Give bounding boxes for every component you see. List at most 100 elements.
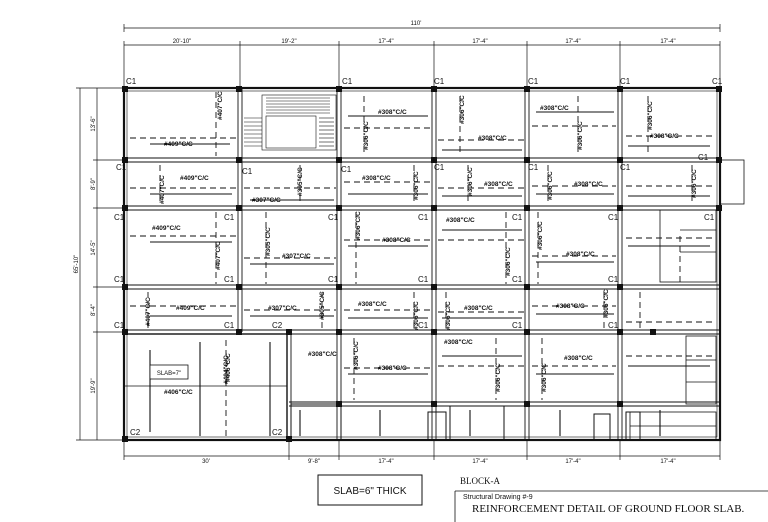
bar-label: #306"C/C	[537, 221, 544, 250]
column-label: C1	[342, 77, 353, 86]
bar-label: #308"C/C	[540, 105, 569, 112]
bar-label: #308"C/C	[308, 351, 337, 358]
column-label: C1	[114, 275, 125, 284]
bar-label: #308"C/C	[478, 135, 507, 142]
column-label: C1	[418, 275, 429, 284]
left-total-dim: 65'-10"	[74, 255, 80, 274]
bar-label: #308"C/C	[556, 303, 585, 310]
block-label: BLOCK-A	[460, 476, 500, 486]
bar-label: #306"C/C	[691, 169, 698, 198]
bar-label: #308"C/C	[564, 355, 593, 362]
column-label: C1	[224, 275, 235, 284]
column-label: C1	[114, 213, 125, 222]
bottom-dimension-chain	[123, 440, 721, 460]
column-label: C1	[418, 321, 429, 330]
left-dim-5: 19'-9"	[91, 378, 97, 393]
bottom-notches	[290, 403, 641, 440]
column-label: C1	[528, 77, 539, 86]
bottom-dim-4: 17'-4"	[472, 459, 487, 465]
bar-label: #306"C/C	[355, 211, 362, 240]
bar-label: #306"C/C	[541, 363, 548, 392]
bar-label: #308"C/C	[484, 181, 513, 188]
top-dim-6: 17'-4"	[660, 39, 675, 45]
bar-label: #307"C/C	[282, 253, 311, 260]
bar-label: #305"C/C	[319, 291, 326, 320]
column-label: C1	[434, 163, 445, 172]
reinforcement-bars	[130, 92, 714, 436]
bar-label: #305"C/C	[265, 227, 272, 256]
bottom-dim-3: 17'-4"	[378, 459, 393, 465]
beam-grid	[124, 88, 720, 440]
column-label: C1	[620, 77, 631, 86]
column-label: C1	[512, 213, 523, 222]
top-dimension-chain	[123, 41, 721, 90]
bottom-dim-5: 17'-4"	[565, 459, 580, 465]
slab-note: SLAB=7"	[157, 371, 181, 377]
left-dimension-chain	[76, 87, 124, 441]
top-dim-4: 17'-4"	[472, 39, 487, 45]
bar-label: #306"C/C	[459, 95, 466, 124]
bar-label: #308"C/C	[362, 175, 391, 182]
column-label: C1	[608, 213, 619, 222]
column-label: C1	[608, 321, 619, 330]
overall-dimension	[123, 24, 721, 32]
bar-label: #308"C/C	[382, 237, 411, 244]
bar-label: #308"C/C	[378, 109, 407, 116]
bar-label: #409"C/C	[180, 175, 209, 182]
slab-note-box	[149, 364, 189, 380]
top-dim-2: 19'-2"	[281, 39, 296, 45]
bar-label: #306"C/C	[547, 171, 554, 200]
column-label: C1	[434, 77, 445, 86]
bar-label: #409"C/C	[152, 225, 181, 232]
bar-label: #406"C/C	[164, 389, 193, 396]
column-label: C1	[126, 77, 137, 86]
title-block	[454, 490, 768, 522]
drawing-title: REINFORCEMENT DETAIL OF GROUND FLOOR SLA…	[472, 503, 745, 515]
left-dim-4: 8'-4"	[91, 304, 97, 316]
bar-label: #308"C/C	[574, 181, 603, 188]
column-label: C1	[512, 275, 523, 284]
right-projections	[629, 159, 745, 441]
column-label: C1	[512, 321, 523, 330]
drawing-number: Structural Drawing #-9	[463, 494, 533, 501]
slab-thickness: SLAB=6" THICK	[333, 486, 406, 497]
bar-label: #308"C/C	[358, 301, 387, 308]
column-label: C1	[224, 213, 235, 222]
bar-label: #306"C/C	[467, 167, 474, 196]
bar-label: #308"C/C	[650, 133, 679, 140]
bar-label: #404"C/C	[223, 355, 230, 384]
top-dim-1: 20'-10"	[173, 39, 192, 45]
column-label: C2	[130, 428, 141, 437]
bar-label: #306"C/C	[577, 121, 584, 150]
column-label: C1	[328, 275, 339, 284]
bar-label: #308"C/C	[464, 305, 493, 312]
top-dim-3: 17'-4"	[378, 39, 393, 45]
left-dim-3: 14'-5"	[91, 240, 97, 255]
bar-label: #308"C/C	[444, 339, 473, 346]
bar-label: #407"C/C	[217, 91, 224, 120]
bar-label: #406"C/C	[225, 353, 232, 382]
slab-thickness-box	[317, 474, 423, 506]
column-label: C1	[528, 163, 539, 172]
overall-dimension-label: 110'	[411, 21, 422, 27]
column-label: C2	[272, 321, 283, 330]
bar-label: #407"C/C	[215, 241, 222, 270]
column-label: C1	[224, 321, 235, 330]
bottom-dim-6: 17'-4"	[660, 459, 675, 465]
column-label: C1	[608, 275, 619, 284]
column-label: C1	[712, 77, 723, 86]
bar-label: #306"C/C	[413, 301, 420, 330]
bar-label: #305"C/C	[297, 167, 304, 196]
left-dim-2: 8'-9"	[91, 178, 97, 190]
column-label: C1	[328, 213, 339, 222]
bar-label: #306"C/C	[353, 341, 360, 370]
column-label: C1	[698, 153, 709, 162]
bar-label: #306"C/C	[363, 121, 370, 150]
column-label: C1	[704, 213, 715, 222]
bar-label: #306"C/C	[413, 171, 420, 200]
bar-label: #308"C/C	[446, 217, 475, 224]
bar-label: #306"C/C	[647, 101, 654, 130]
bar-label: #306"C/C	[495, 363, 502, 392]
bar-label: #308"C/C	[566, 251, 595, 258]
